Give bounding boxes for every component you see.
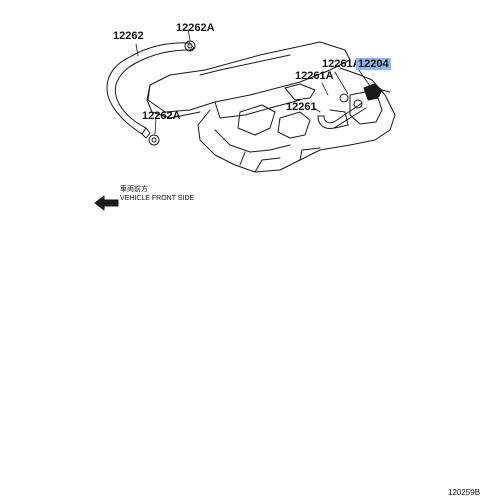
label-clamp-12261a: 12261A	[295, 70, 334, 82]
hose-12262	[106, 42, 195, 139]
clamp-lower	[148, 134, 160, 146]
direction-label-en: VEHICLE FRONT SIDE	[120, 195, 195, 202]
label-clamp-upper: 12262A	[176, 22, 215, 34]
clamp-right-b	[353, 99, 363, 109]
label-clamp-12261a-top: 12261A	[322, 58, 361, 70]
label-pcv-valve-12204: 12204	[356, 58, 391, 70]
direction-arrow-icon	[94, 195, 119, 211]
pcv-valve	[363, 83, 391, 101]
direction-label-jp: 車両前方	[120, 186, 148, 193]
hose-12261	[317, 102, 367, 129]
label-hose-12262: 12262	[113, 30, 144, 42]
clamp-upper	[184, 40, 196, 52]
label-clamp-lower: 12262A	[142, 110, 181, 122]
clamp-right-a	[339, 93, 349, 103]
figure-number: 120259B	[448, 488, 481, 497]
label-hose-12261: 12261	[286, 101, 317, 113]
